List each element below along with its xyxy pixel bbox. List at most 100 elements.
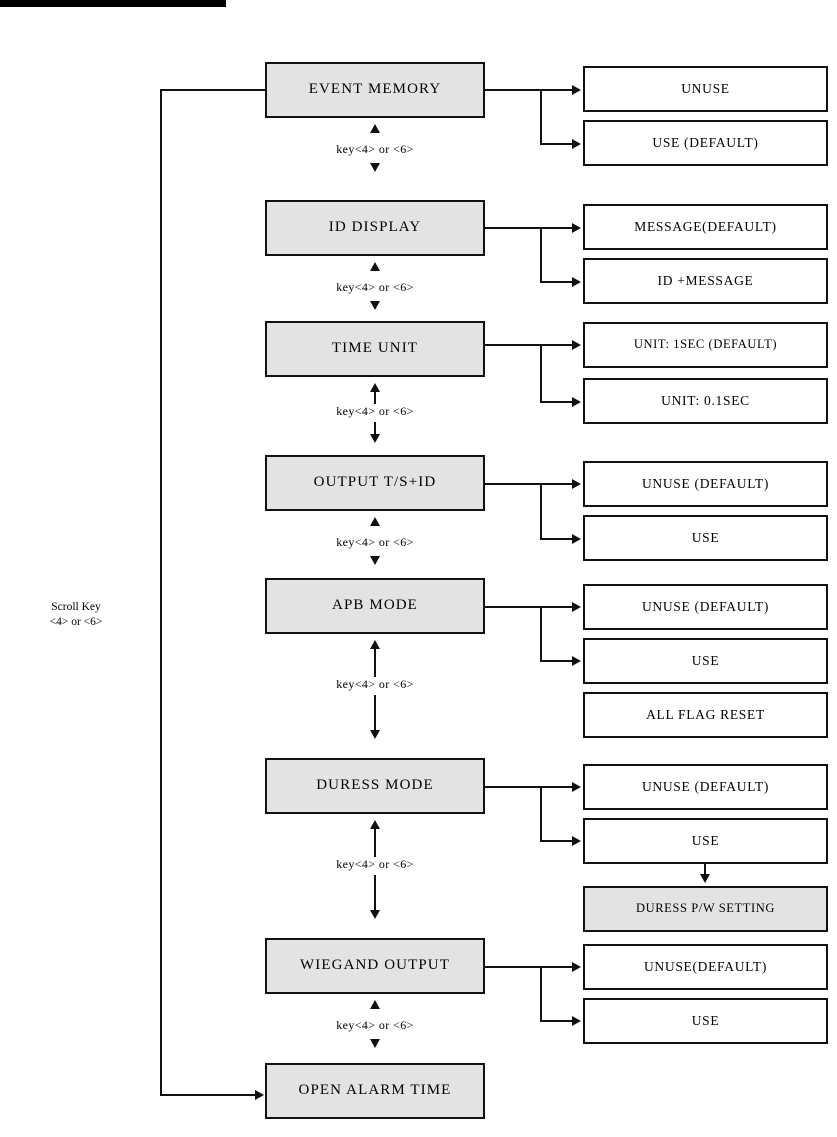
branch-arrow2-duress-mode-icon: [572, 836, 581, 846]
option-box-event-memory-0[interactable]: UNUSE: [583, 66, 828, 112]
branch-arrow1-apb-mode-icon: [572, 602, 581, 612]
menu-label-time-unit: TIME UNIT: [331, 340, 419, 357]
branch-arrow1-output-ts-id-icon: [572, 479, 581, 489]
branch-arrow1-time-unit-icon: [572, 340, 581, 350]
option-label-output-ts-id-0: UNUSE (DEFAULT): [641, 475, 770, 491]
option-label-duress-mode-0: UNUSE (DEFAULT): [641, 778, 770, 794]
transition-line-down-5: [374, 695, 376, 731]
branch-arm2-event-memory: [540, 143, 574, 145]
scroll-key-label-line1: Scroll Key: [51, 601, 101, 613]
menu-box-duress-mode[interactable]: DURESS MODE: [265, 758, 485, 814]
transition-arrow-up-7-icon: [370, 1000, 380, 1009]
menu-label-duress-mode: DURESS MODE: [316, 777, 434, 794]
option-box-event-memory-1[interactable]: USE (DEFAULT): [583, 120, 828, 166]
menu-box-output-ts-id[interactable]: OUTPUT T/S+ID: [265, 455, 485, 511]
branch-arrow1-id-display-icon: [572, 223, 581, 233]
menu-label-apb-mode: APB MODE: [332, 597, 418, 614]
option-label-output-ts-id-1: USE: [691, 529, 720, 545]
option-box-wiegand-output-1[interactable]: USE: [583, 998, 828, 1044]
transition-label-3: key<4> or <6>: [336, 404, 414, 418]
transition-arrow-up-6-icon: [370, 820, 380, 829]
menu-box-id-display[interactable]: ID DISPLAY: [265, 200, 485, 256]
branch-arm1-id-display: [540, 227, 574, 229]
transition-arrow-down-3-icon: [370, 434, 380, 443]
scroll-path-bottom: [160, 1094, 255, 1096]
option-box-output-ts-id-0[interactable]: UNUSE (DEFAULT): [583, 461, 828, 507]
branch-spine-apb-mode: [540, 606, 542, 662]
menu-box-apb-mode[interactable]: APB MODE: [265, 578, 485, 634]
branch-arm1-wiegand-output: [540, 966, 574, 968]
option-label-event-memory-0: UNUSE: [681, 80, 730, 96]
menu-box-event-memory[interactable]: EVENT MEMORY: [265, 62, 485, 118]
option-box-duress-mode-1[interactable]: USE: [583, 818, 828, 864]
option-box-output-ts-id-1[interactable]: USE: [583, 515, 828, 561]
transition-arrow-up-1-icon: [370, 124, 380, 133]
branch-spine-duress-mode: [540, 786, 542, 842]
branch-arm2-duress-mode: [540, 840, 574, 842]
branch-stem-event-memory: [485, 89, 542, 91]
branch-arrow2-apb-mode-icon: [572, 656, 581, 666]
option-box-apb-mode-1[interactable]: USE: [583, 638, 828, 684]
option-box-duress-mode-2[interactable]: DURESS P/W SETTING: [583, 886, 828, 932]
option-box-apb-mode-2[interactable]: ALL FLAG RESET: [583, 692, 828, 738]
option-box-apb-mode-0[interactable]: UNUSE (DEFAULT): [583, 584, 828, 630]
menu-label-output-ts-id: OUTPUT T/S+ID: [313, 474, 437, 491]
transition-line-down-3: [374, 422, 376, 435]
option-label-event-memory-1: USE (DEFAULT): [652, 134, 759, 150]
branch-arm2-output-ts-id: [540, 538, 574, 540]
transition-arrow-down-4-icon: [370, 556, 380, 565]
branch-stem-id-display: [485, 227, 542, 229]
transition-arrow-up-3-icon: [370, 383, 380, 392]
transition-label-2: key<4> or <6>: [336, 280, 414, 294]
top-black-bar: [0, 0, 226, 7]
branch-stem-output-ts-id: [485, 483, 542, 485]
branch-arm1-apb-mode: [540, 606, 574, 608]
branch-arm2-time-unit: [540, 401, 574, 403]
branch-arm1-time-unit: [540, 344, 574, 346]
option-box-time-unit-0[interactable]: UNIT: 1SEC (DEFAULT): [583, 322, 828, 368]
menu-box-open-alarm-time[interactable]: OPEN ALARM TIME: [265, 1063, 485, 1119]
transition-line-up-3: [374, 390, 376, 404]
transition-line-up-6: [374, 827, 376, 857]
branch-stem-duress-mode: [485, 786, 542, 788]
branch-arm1-duress-mode: [540, 786, 574, 788]
option-label-wiegand-output-1: USE: [691, 1012, 720, 1028]
option-label-duress-mode-2: DURESS P/W SETTING: [635, 901, 776, 916]
transition-arrow-up-5-icon: [370, 640, 380, 649]
branch-arm1-event-memory: [540, 89, 574, 91]
branch-arrow2-time-unit-icon: [572, 397, 581, 407]
branch-arrow1-wiegand-output-icon: [572, 962, 581, 972]
branch-spine-event-memory: [540, 89, 542, 145]
menu-box-wiegand-output[interactable]: WIEGAND OUTPUT: [265, 938, 485, 994]
transition-arrow-down-6-icon: [370, 910, 380, 919]
branch-arm2-wiegand-output: [540, 1020, 574, 1022]
option-box-id-display-0[interactable]: MESSAGE(DEFAULT): [583, 204, 828, 250]
menu-label-open-alarm-time: OPEN ALARM TIME: [298, 1082, 452, 1099]
branch-spine-wiegand-output: [540, 966, 542, 1022]
option-box-id-display-1[interactable]: ID +MESSAGE: [583, 258, 828, 304]
option-label-id-display-0: MESSAGE(DEFAULT): [634, 218, 777, 234]
branch-arrow2-event-memory-icon: [572, 139, 581, 149]
transition-arrow-down-2-icon: [370, 301, 380, 310]
transition-label-6: key<4> or <6>: [336, 857, 414, 871]
branch-arrow2-wiegand-output-icon: [572, 1016, 581, 1026]
branch-arrow1-duress-mode-icon: [572, 782, 581, 792]
option-label-wiegand-output-0: UNUSE(DEFAULT): [643, 958, 768, 974]
duress-pw-connector: [704, 864, 706, 877]
scroll-path-arrow-icon: [255, 1090, 264, 1100]
option-label-apb-mode-2: ALL FLAG RESET: [646, 706, 765, 722]
option-box-duress-mode-0[interactable]: UNUSE (DEFAULT): [583, 764, 828, 810]
option-box-time-unit-1[interactable]: UNIT: 0.1SEC: [583, 378, 828, 424]
menu-box-time-unit[interactable]: TIME UNIT: [265, 321, 485, 377]
option-label-time-unit-1: UNIT: 0.1SEC: [661, 392, 750, 408]
menu-label-event-memory: EVENT MEMORY: [308, 81, 442, 98]
branch-spine-time-unit: [540, 344, 542, 403]
option-box-wiegand-output-0[interactable]: UNUSE(DEFAULT): [583, 944, 828, 990]
option-label-apb-mode-0: UNUSE (DEFAULT): [641, 598, 770, 614]
branch-spine-output-ts-id: [540, 483, 542, 540]
branch-stem-time-unit: [485, 344, 542, 346]
branch-stem-wiegand-output: [485, 966, 542, 968]
branch-spine-id-display: [540, 227, 542, 283]
branch-arrow2-output-ts-id-icon: [572, 534, 581, 544]
